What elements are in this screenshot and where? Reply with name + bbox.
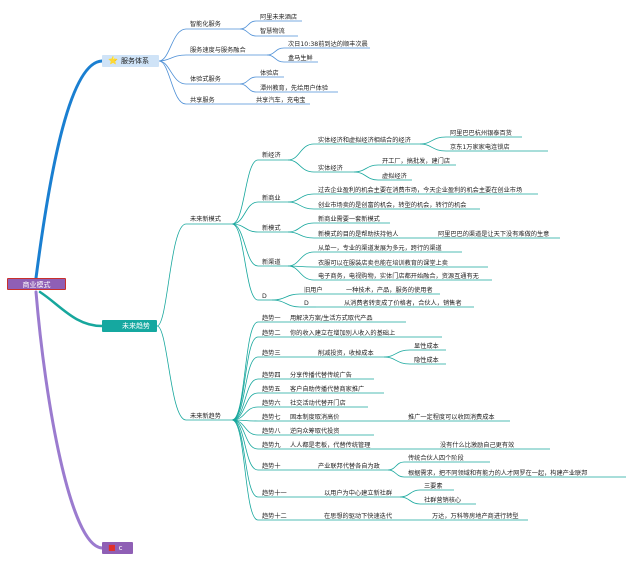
trend-tail[interactable]: 没有什么比激励自己更有效	[440, 442, 515, 449]
new-models-node[interactable]: 未来新模式	[190, 216, 221, 223]
trend-label[interactable]: 趋势十	[262, 463, 281, 470]
new-channel-item[interactable]: 电子商务，电视购物，实体门店都开始融合，资源互通有无	[318, 273, 479, 280]
branch-node-service-system[interactable]: ⭐服务体系	[102, 55, 159, 67]
trend-label[interactable]: 趋势七	[262, 414, 281, 421]
trend-text[interactable]: 产业联邦代替各自为政	[318, 463, 380, 470]
new-channel-node[interactable]: 新渠道	[262, 259, 281, 266]
service-experience-item[interactable]: 体验店	[260, 70, 279, 77]
trend-sub[interactable]: 隐性成本	[414, 357, 439, 364]
new-economy-real-item[interactable]: 开工厂，搞批发，建门店	[382, 158, 451, 165]
trend-label[interactable]: 趋势八	[262, 428, 281, 435]
trend-label[interactable]: 趋势一	[262, 315, 281, 322]
trend-text[interactable]: 客户自助传播代替商家推广	[290, 386, 365, 393]
d-old-user-tail[interactable]: 一种技术，产品，服务的使用者	[346, 287, 433, 294]
trend-text[interactable]: 人人都是老板，代替传统管理	[290, 442, 371, 449]
new-economy-combo[interactable]: 实体经济和虚拟经济相结合的经济	[318, 137, 411, 144]
trend-label[interactable]: 趋势二	[262, 330, 281, 337]
trend-text[interactable]: 你的收入建立在增加别人收入的基础上	[290, 330, 396, 337]
new-economy-combo-item[interactable]: 京东1万家家电连锁店	[450, 144, 510, 151]
service-smart-item[interactable]: 智慧物流	[260, 28, 285, 35]
trend-label[interactable]: 趋势九	[262, 442, 281, 449]
new-mode-node[interactable]: 新模式	[262, 225, 281, 232]
trend-label[interactable]: 趋势十二	[262, 513, 287, 520]
service-experience-item[interactable]: 潭州教育，先给用户体验	[260, 85, 329, 92]
new-economy-combo-item[interactable]: 阿里巴巴杭州银泰百货	[450, 130, 512, 137]
trend-text[interactable]: 固本制度取消高价	[290, 414, 340, 421]
new-mode-item[interactable]: 新模式的目的是帮助扶持他人	[318, 231, 399, 238]
trend-text[interactable]: 用解决方案/生活方式取代产品	[290, 315, 373, 322]
branch-node-c[interactable]: ■c	[102, 542, 133, 554]
trend-text[interactable]: 在思想的驱动下快速迭代	[324, 513, 393, 520]
service-speed-node[interactable]: 服务速度与服务融合	[190, 47, 246, 54]
trend-label[interactable]: 趋势十一	[262, 490, 287, 497]
new-channel-item[interactable]: 衣服可以在服装店卖也能在培训教育的课堂上卖	[318, 260, 448, 267]
new-business-item[interactable]: 创业市场卖的是创富的机会，转型的机会，转行的机会	[318, 202, 467, 209]
d-node[interactable]: D	[262, 293, 267, 300]
trend-label[interactable]: 趋势六	[262, 400, 281, 407]
trend-label[interactable]: 趋势三	[262, 350, 281, 357]
branch-label: 服务体系	[120, 57, 149, 65]
d-sub-node[interactable]: D	[304, 300, 309, 307]
new-trends-node[interactable]: 未来新趋势	[190, 413, 221, 420]
red-square-icon: ■	[108, 543, 116, 552]
service-smart-item[interactable]: 阿里未来酒店	[260, 14, 298, 21]
service-shared-item[interactable]: 共享汽车，充电宝	[256, 97, 306, 104]
new-mode-tail[interactable]: 阿里巴巴的渠道是让天下没有难做的生意	[438, 231, 550, 238]
trend-text[interactable]: 逆向众筹取代投资	[290, 428, 340, 435]
new-business-item[interactable]: 过去企业盈利的机会主要在消费市场，今天企业盈利的机会主要在创业市场	[318, 187, 523, 194]
trend-sub[interactable]: 传统合伙人四个阶段	[408, 455, 464, 462]
trend-sub[interactable]: 社群营销核心	[424, 497, 462, 504]
d-old-user[interactable]: 旧用户	[304, 287, 323, 294]
new-business-node[interactable]: 新商业	[262, 195, 281, 202]
root-node[interactable]: 商业模式	[7, 278, 66, 290]
branch-node-future-trend[interactable]: 未来趋势	[102, 320, 157, 332]
new-economy-node[interactable]: 新经济	[262, 152, 281, 159]
star-icon: ⭐	[108, 56, 118, 65]
new-economy-real[interactable]: 实体经济	[318, 165, 343, 172]
service-speed-item[interactable]: 次日10:38前到达的顺丰次晨	[288, 41, 368, 48]
trend-text[interactable]: 社交活动代替开门店	[290, 400, 346, 407]
new-mode-item[interactable]: 新商业需要一套新模式	[318, 216, 380, 223]
trend-label[interactable]: 趋势五	[262, 386, 281, 393]
d-sub-tail[interactable]: 从消费者转变成了价格者，合伙人，销售者	[344, 300, 462, 307]
new-economy-real-item[interactable]: 虚拟经济	[382, 173, 407, 180]
service-experience-node[interactable]: 体验式服务	[190, 76, 221, 83]
trend-text[interactable]: 以用户为中心建立新社群	[324, 490, 393, 497]
service-shared-node[interactable]: 共享服务	[190, 97, 215, 104]
branch-label: 未来趋势	[122, 322, 150, 330]
trend-sub[interactable]: 根据需求，把不同领域和有能力的人才网罗在一起，构建产业联邦	[408, 470, 588, 477]
trend-text[interactable]: 分享传播代替传统广告	[290, 372, 352, 379]
service-speed-item[interactable]: 盒马生鲜	[288, 55, 313, 62]
trend-sub[interactable]: 三要素	[424, 483, 443, 490]
service-smart-node[interactable]: 智能化服务	[190, 21, 221, 28]
trend-sub[interactable]: 显性成本	[414, 343, 439, 350]
trend-tail[interactable]: 推广一定程度可以收回消费成本	[408, 414, 495, 421]
trend-tail[interactable]: 万达，万科等房地产商进行转型	[432, 513, 519, 520]
branch-label: c	[118, 544, 123, 552]
trend-label[interactable]: 趋势四	[262, 372, 281, 379]
new-channel-item[interactable]: 从单一，专业的渠道发展为多元，跨行的渠道	[318, 245, 442, 252]
trend-text[interactable]: 削减投资，收掉成本	[318, 350, 374, 357]
